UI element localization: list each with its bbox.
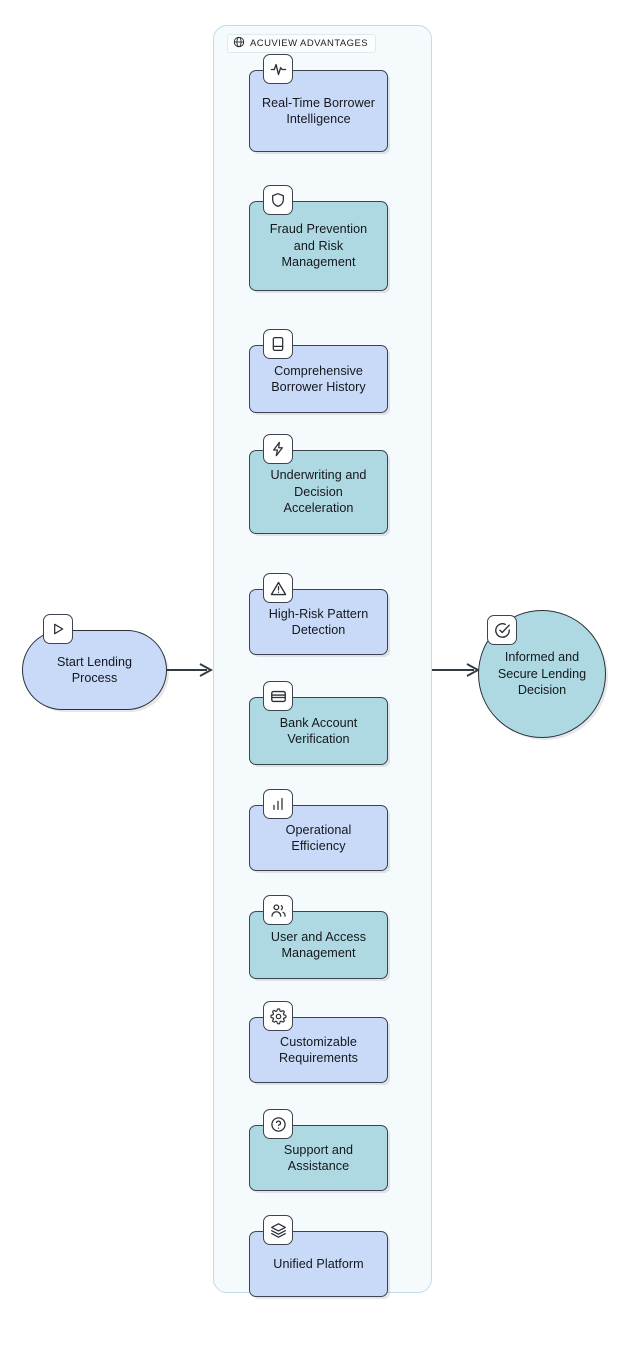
activity-pulse-icon (263, 54, 293, 84)
advantage-card-support-and-assistance[interactable]: Support and Assistance (249, 1109, 388, 1191)
advantage-card-label: Support and Assistance (283, 1142, 354, 1174)
play-icon (43, 614, 73, 644)
layers-icon (263, 1215, 293, 1245)
start-node-label: Start Lending Process (57, 654, 132, 686)
edge-group-to-end (432, 663, 480, 677)
bar-chart-icon (263, 789, 293, 819)
advantage-card-label: Real-Time Borrower Intelligence (261, 95, 376, 127)
advantage-card-label: User and Access Management (270, 929, 367, 961)
advantage-card-comprehensive-borrower-history[interactable]: Comprehensive Borrower History (249, 329, 388, 413)
advantage-card-real-time-borrower-intelligence[interactable]: Real-Time Borrower Intelligence (249, 54, 388, 152)
advantage-card-underwriting-and-decision-acceleration[interactable]: Underwriting and Decision Acceleration (249, 434, 388, 534)
advantage-card-label: Fraud Prevention and Risk Management (269, 222, 368, 270)
advantage-card-label: High-Risk Pattern Detection (268, 606, 369, 638)
advantage-card-user-and-access-management[interactable]: User and Access Management (249, 895, 388, 979)
advantage-card-operational-efficiency[interactable]: Operational Efficiency (249, 789, 388, 871)
globe-icon (233, 35, 245, 53)
credit-card-icon (263, 681, 293, 711)
end-node[interactable]: Informed and Secure Lending Decision (478, 610, 606, 738)
advantage-card-label: Bank Account Verification (279, 715, 358, 747)
advantage-card-label: Customizable Requirements (279, 1034, 358, 1066)
group-title-badge: ACUVIEW ADVANTAGES (227, 34, 377, 53)
warning-triangle-icon (263, 573, 293, 603)
shield-icon (263, 185, 293, 215)
advantage-card-label: Unified Platform (273, 1256, 364, 1271)
advantage-card-fraud-prevention-and-risk-management[interactable]: Fraud Prevention and Risk Management (249, 185, 388, 291)
users-icon (263, 895, 293, 925)
group-title-label: ACUVIEW ADVANTAGES (250, 38, 369, 49)
advantage-card-label: Underwriting and Decision Acceleration (270, 468, 367, 516)
end-node-label: Informed and Secure Lending Decision (497, 650, 587, 698)
advantage-card-customizable-requirements[interactable]: Customizable Requirements (249, 1001, 388, 1083)
edge-start-to-group (167, 663, 213, 677)
start-node[interactable]: Start Lending Process (22, 614, 167, 710)
advantage-card-label: Operational Efficiency (285, 822, 352, 854)
help-circle-icon (263, 1109, 293, 1139)
lightning-bolt-icon (263, 434, 293, 464)
book-icon (263, 329, 293, 359)
advantage-card-unified-platform[interactable]: Unified Platform (249, 1215, 388, 1297)
advantage-card-bank-account-verification[interactable]: Bank Account Verification (249, 681, 388, 765)
check-circle-icon (487, 615, 517, 645)
gear-icon (263, 1001, 293, 1031)
advantage-card-high-risk-pattern-detection[interactable]: High-Risk Pattern Detection (249, 573, 388, 655)
advantage-card-label: Comprehensive Borrower History (271, 363, 366, 395)
